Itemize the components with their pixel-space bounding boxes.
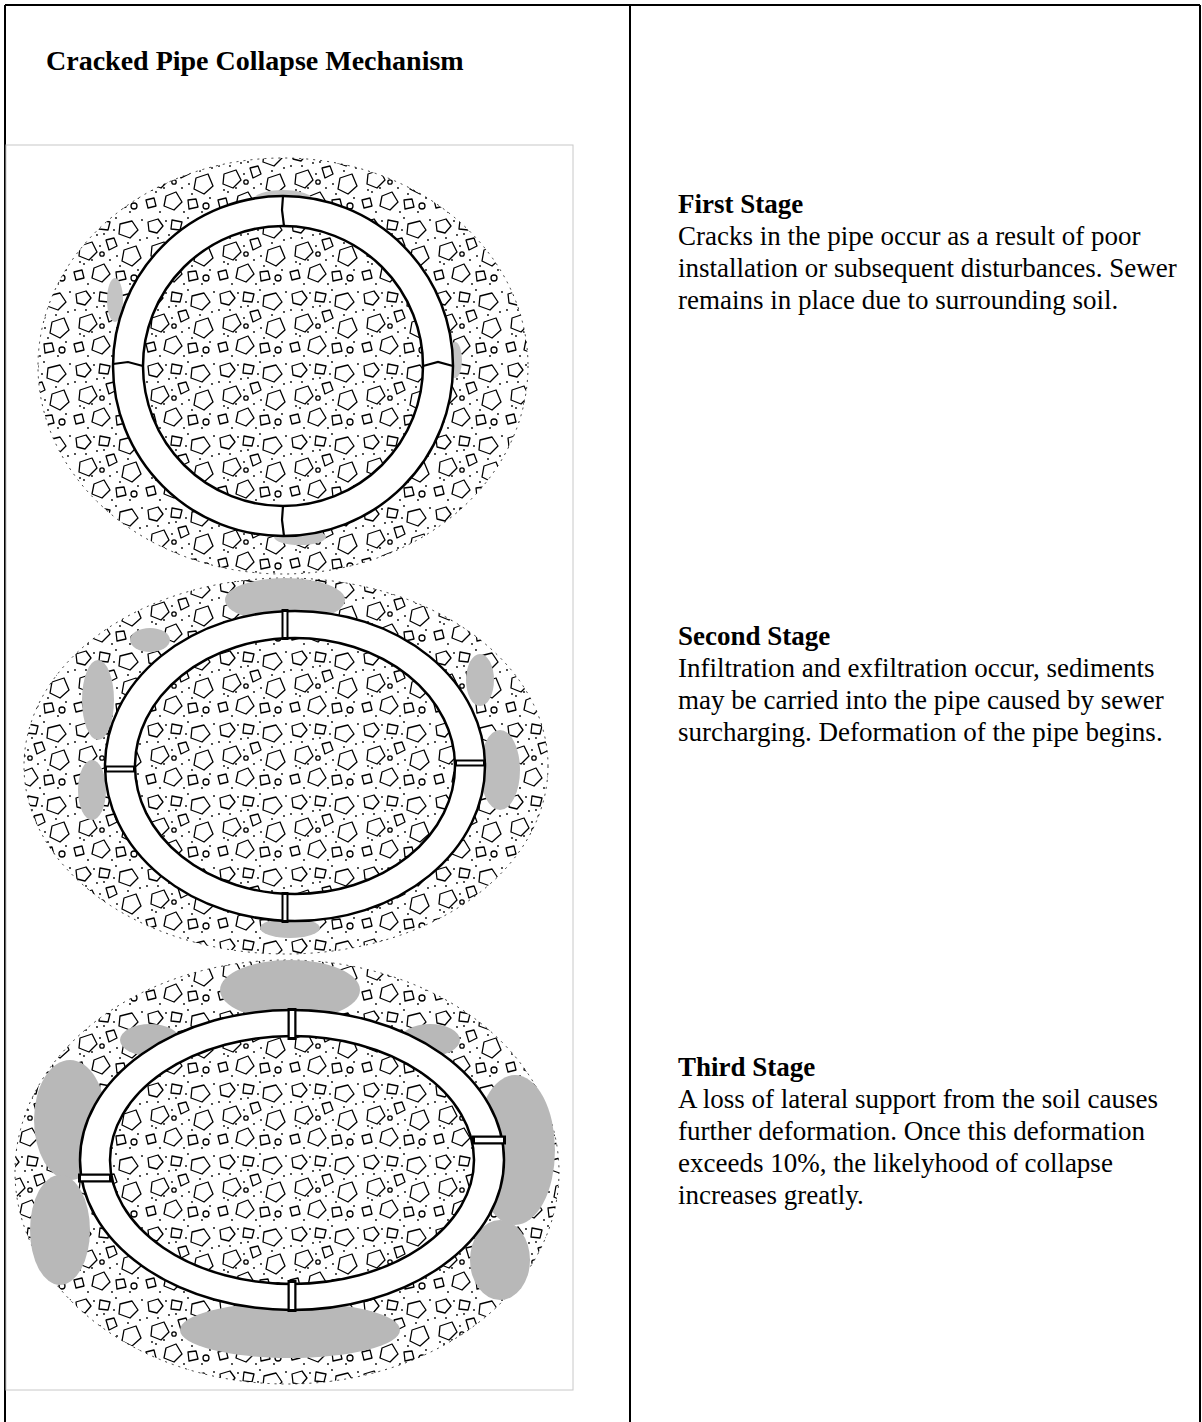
stage-heading: Second Stage [678,620,830,652]
stage-one-pipe [38,158,528,574]
stage-heading: Third Stage [678,1051,815,1083]
stage-heading: First Stage [678,188,803,220]
stage-description: Infiltration and exfiltration occur, sed… [678,652,1196,748]
image-frame [6,145,573,1390]
stage-description: A loss of lateral support from the soil … [678,1083,1196,1211]
stage-description: Cracks in the pipe occur as a result of … [678,220,1196,316]
stage-three-pipe [15,960,559,1384]
table-frame [5,5,1200,1422]
stage-two-pipe [24,578,548,954]
diagram-title: Cracked Pipe Collapse Mechanism [46,44,464,78]
